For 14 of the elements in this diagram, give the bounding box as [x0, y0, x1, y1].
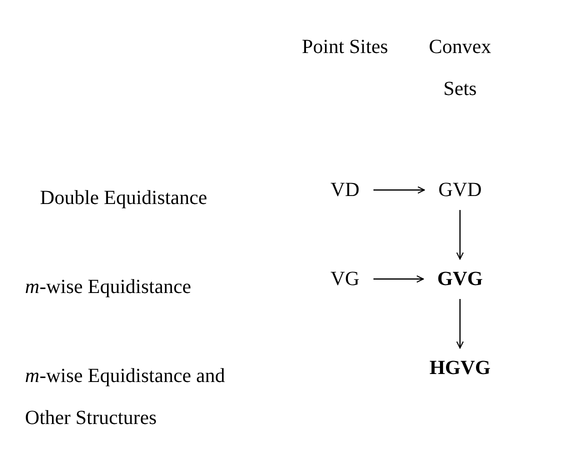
- arrow: [456, 299, 464, 349]
- node-label: GVD: [438, 179, 482, 201]
- row-label: m-wise Equidistance and Other Structures: [25, 364, 226, 431]
- row-label: Double Equidistance: [40, 186, 208, 211]
- arrow: [373, 275, 424, 283]
- arrow: [373, 186, 425, 194]
- node-label: VG: [330, 268, 360, 290]
- row-label: m-wise Equidistance: [25, 275, 192, 300]
- arrow: [456, 210, 464, 260]
- node-label: HGVG: [429, 357, 491, 379]
- node-label: GVG: [437, 268, 483, 290]
- column-header: Point Sites: [300, 35, 390, 60]
- column-header: Convex Sets: [428, 35, 492, 102]
- node-label: VD: [330, 179, 360, 201]
